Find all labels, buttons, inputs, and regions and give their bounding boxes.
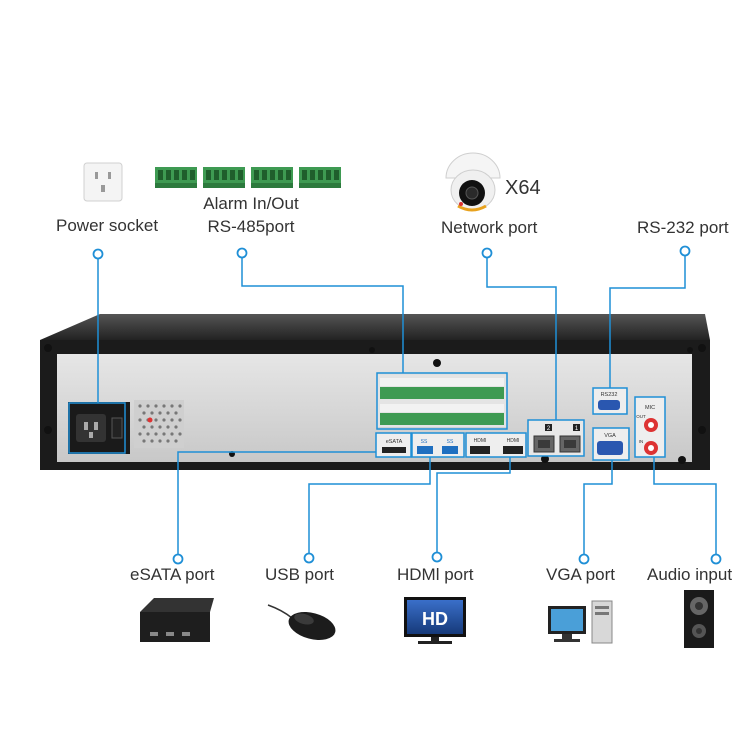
- vga-panel-label: VGA: [604, 433, 616, 439]
- alarm-in-out-label: Alarm In/Out: [203, 194, 299, 213]
- camera-count-label: X64: [505, 177, 541, 199]
- audio-input-label: Audio input: [647, 565, 733, 584]
- fan-grille: [134, 400, 184, 448]
- io-port-row: eSATA SS SS HDMI HDMI: [376, 433, 526, 457]
- hd-monitor-icon: HD: [404, 597, 466, 644]
- power-socket-label: Power socket: [56, 216, 159, 235]
- network-port-label: Network port: [441, 218, 538, 237]
- usb-b-panel-label: SS: [447, 439, 454, 445]
- vga-connector: VGA: [592, 428, 628, 460]
- lan-2-label: 2: [547, 426, 551, 432]
- callout-dots: [92, 245, 722, 565]
- lan-ports: 2 1: [528, 420, 584, 456]
- esata-port-label: eSATA port: [130, 565, 215, 584]
- callout-lines: [68, 255, 717, 555]
- hdmi-a-panel-label: HDMI: [474, 438, 487, 444]
- alarm-terminal-strip: [377, 375, 507, 427]
- out-panel-label: OUT: [636, 414, 646, 419]
- hdmi-port-label: HDMl port: [397, 565, 474, 584]
- vga-port-label: VGA port: [546, 565, 615, 584]
- mouse-icon: [267, 604, 336, 641]
- rs232-panel-label: RS232: [601, 392, 618, 398]
- speaker-icon: [684, 590, 714, 648]
- esata-panel-label: eSATA: [386, 439, 403, 445]
- lan-1-label: 1: [575, 426, 579, 432]
- desktop-computer-icon: [548, 600, 613, 644]
- hd-badge: HD: [422, 609, 448, 629]
- rs485-port-label: RS-485port: [207, 217, 295, 236]
- usb-port-label: USB port: [265, 565, 334, 584]
- esata-enclosure-icon: [140, 598, 214, 642]
- power-socket-icon: [83, 162, 123, 202]
- power-inlet: [68, 402, 130, 454]
- alarm-terminal-block-icon: [155, 167, 341, 188]
- audio-connectors: MIC OUT IN: [635, 397, 665, 457]
- rs232-port-label: RS-232 port: [637, 218, 729, 237]
- dome-camera-icon: [445, 152, 501, 212]
- mic-panel-label: MIC: [645, 405, 655, 411]
- hdmi-b-panel-label: HDMI: [507, 438, 520, 444]
- rs232-connector: RS232: [592, 388, 626, 414]
- usb-a-panel-label: SS: [421, 439, 428, 445]
- in-panel-label: IN: [639, 439, 644, 444]
